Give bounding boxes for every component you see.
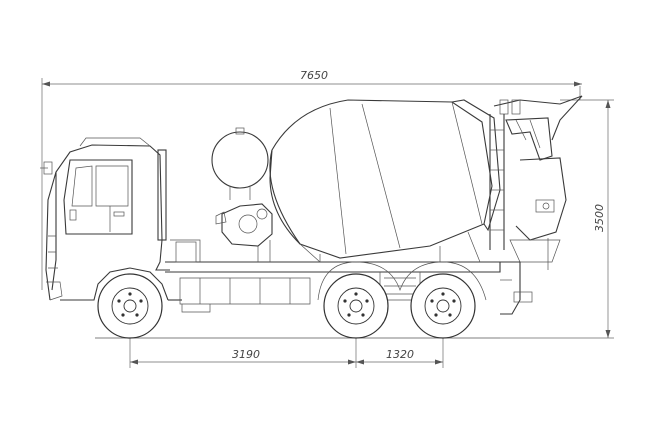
chassis-frame [165,239,501,313]
rear-wheel-1 [323,273,389,339]
drive-unit [215,203,273,262]
overall-height-label: 3500 [593,204,606,232]
front-wheel [97,273,163,339]
rear-hopper [489,95,583,315]
overall-length-label: 7650 [300,69,328,82]
length-dimension: 7650 [41,69,582,290]
wheelbase-dimensions: 3190 1320 [129,290,444,368]
wheelbase-front-label: 3190 [232,348,260,361]
truck-cab [40,137,182,301]
water-tank [211,127,269,200]
rear-wheel-2 [410,273,476,339]
mixer-drum [269,99,501,263]
wheelbase-rear-label: 1320 [386,348,414,361]
height-dimension: 3500 [500,99,614,339]
rear-wheel-arches [317,261,487,301]
